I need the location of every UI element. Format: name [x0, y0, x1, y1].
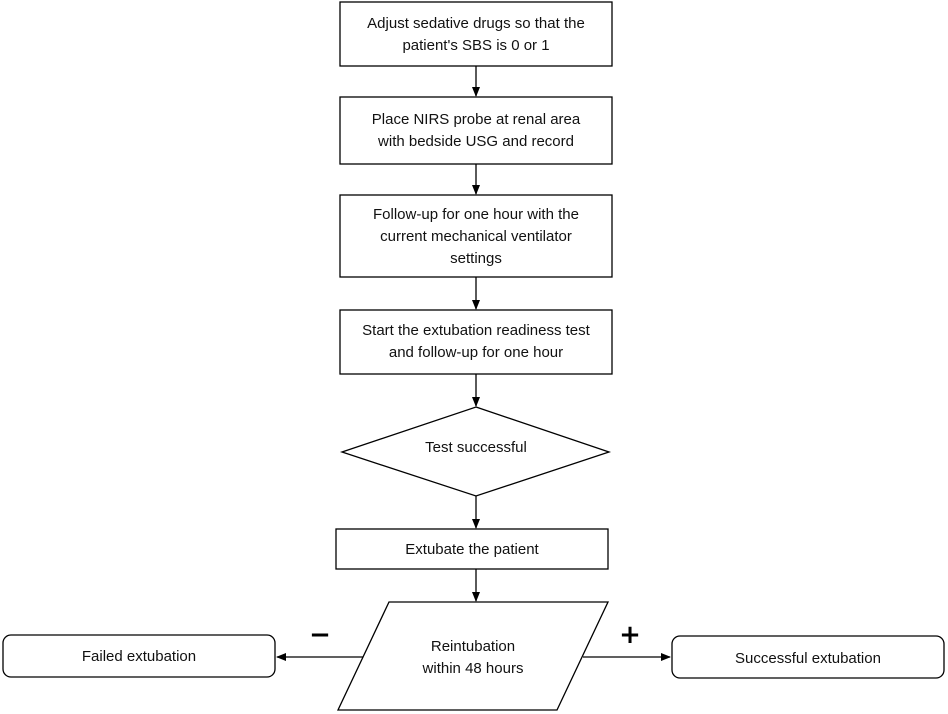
node-failed-extubation: Failed extubation	[2, 634, 276, 678]
node-extubate: Extubate the patient	[335, 528, 609, 570]
node-extubation-readiness-line1: Start the extubation readiness test	[362, 322, 590, 339]
node-extubation-readiness: Start the extubation readiness test and …	[339, 309, 613, 375]
node-test-successful: Test successful	[339, 406, 612, 497]
node-successful-extubation: Successful extubation	[671, 635, 945, 679]
node-adjust-sedative: Adjust sedative drugs so that the patien…	[339, 1, 613, 67]
node-follow-up-ventilator-line2: current mechanical ventilator	[380, 228, 572, 245]
node-test-successful-label: Test successful	[425, 439, 527, 456]
node-extubate-label: Extubate the patient	[405, 541, 539, 558]
node-reintubation-line1: Reintubation	[431, 638, 515, 655]
node-reintubation: Reintubation within 48 hours	[336, 601, 610, 711]
node-follow-up-ventilator-line1: Follow-up for one hour with the	[373, 206, 579, 223]
node-place-nirs-line2: with bedside USG and record	[377, 133, 574, 150]
negative-branch-label: −	[309, 620, 331, 650]
positive-branch-label: +	[619, 620, 641, 650]
node-follow-up-ventilator-line3: settings	[450, 250, 502, 267]
node-successful-extubation-label: Successful extubation	[735, 650, 881, 667]
node-reintubation-line2: within 48 hours	[422, 660, 524, 677]
node-adjust-sedative-line2: patient's SBS is 0 or 1	[402, 37, 549, 54]
node-extubation-readiness-line2: and follow-up for one hour	[389, 344, 563, 361]
node-place-nirs-line1: Place NIRS probe at renal area	[372, 111, 581, 128]
node-place-nirs: Place NIRS probe at renal area with beds…	[339, 96, 613, 165]
node-failed-extubation-label: Failed extubation	[82, 648, 196, 665]
node-adjust-sedative-line1: Adjust sedative drugs so that the	[367, 15, 585, 32]
node-follow-up-ventilator: Follow-up for one hour with the current …	[339, 194, 613, 278]
